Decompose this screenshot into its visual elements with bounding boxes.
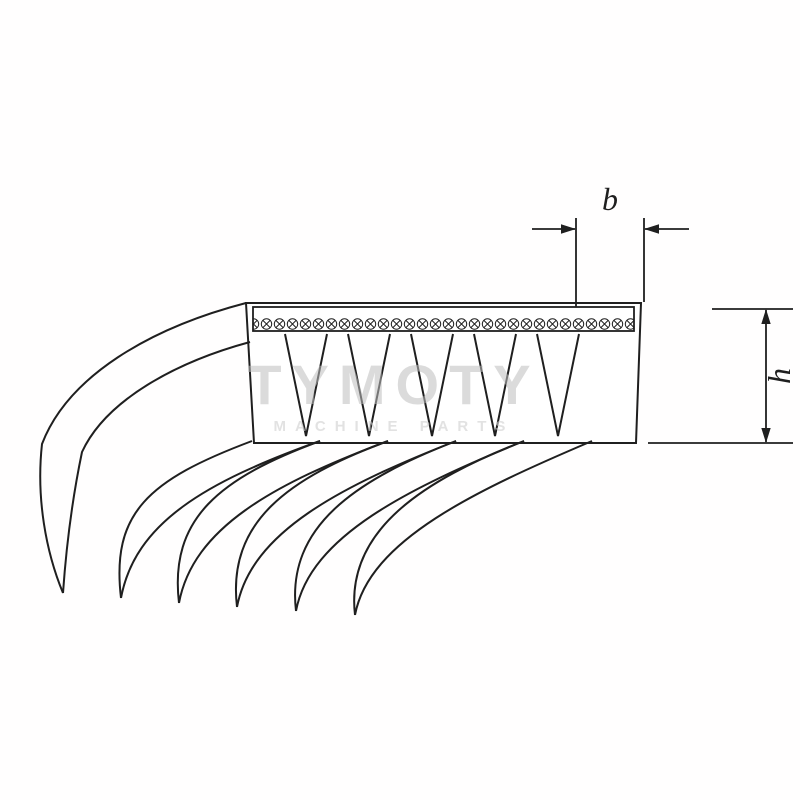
dimension-b-arrowhead-right bbox=[561, 224, 576, 234]
dimension-h-label: h bbox=[761, 368, 797, 384]
dimension-h: h bbox=[648, 308, 797, 444]
belt-outer-edge-curve bbox=[39, 302, 247, 594]
rib-curve bbox=[354, 440, 593, 616]
belt-face bbox=[244, 302, 643, 444]
rib-groove bbox=[284, 333, 328, 437]
rib-curve bbox=[120, 440, 321, 599]
rib-groove bbox=[473, 333, 517, 437]
rib-curve bbox=[234, 440, 389, 608]
dimension-h-arrowhead-up bbox=[761, 309, 771, 324]
rib-curve bbox=[236, 440, 457, 608]
rib-groove bbox=[410, 333, 454, 437]
watermark-subtitle: MACHINE PARTS bbox=[274, 418, 515, 435]
rib-groove bbox=[347, 333, 391, 437]
rib-curve bbox=[294, 440, 457, 612]
dimension-b-label: b bbox=[602, 181, 618, 217]
cord-hatch-band bbox=[252, 306, 635, 332]
belt-rib-curves bbox=[39, 302, 593, 616]
watermark: TYMOTY MACHINE PARTS bbox=[247, 353, 540, 435]
front-face-grooves bbox=[284, 333, 580, 437]
rib-curve bbox=[176, 440, 321, 604]
watermark-title: TYMOTY bbox=[247, 353, 540, 416]
dimension-b: b bbox=[532, 181, 689, 307]
rib-groove bbox=[536, 333, 580, 437]
dimension-b-arrowhead-left bbox=[644, 224, 659, 234]
rib-curve bbox=[118, 440, 253, 599]
dimension-h-arrowhead-down bbox=[761, 428, 771, 443]
rib-curve bbox=[353, 440, 525, 616]
belt-inner-edge-curve bbox=[62, 341, 251, 594]
